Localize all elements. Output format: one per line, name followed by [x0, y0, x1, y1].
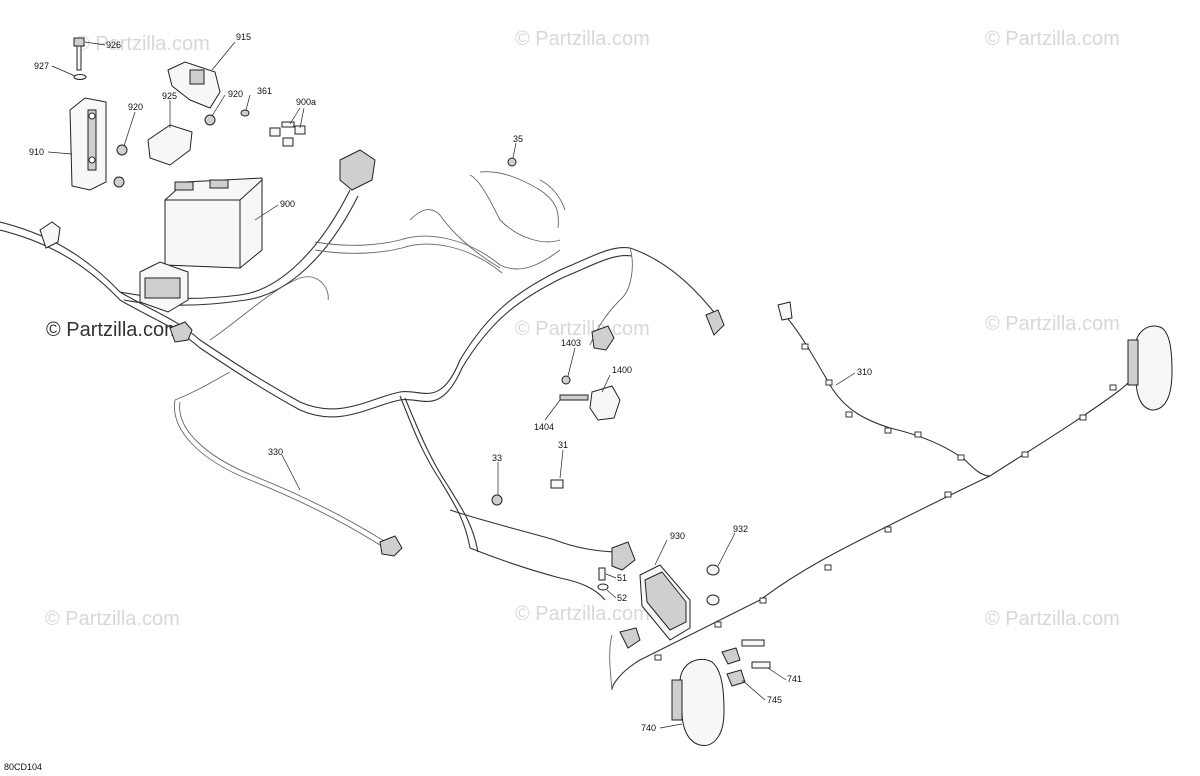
tail-light-310 [1127, 325, 1173, 411]
callout-915: 915 [236, 32, 251, 42]
watermark-top-left: © Partzilla.com [75, 33, 210, 55]
cover-925 [147, 124, 193, 166]
watermark-top-right: © Partzilla.com [985, 28, 1120, 50]
callout-925: 925 [162, 91, 177, 101]
callout-1403: 1403 [561, 338, 581, 348]
callout-35: 35 [513, 134, 523, 144]
watermark-top-center: © Partzilla.com [515, 28, 650, 50]
watermark-bottom-center: © Partzilla.com [515, 603, 650, 625]
callout-330: 330 [268, 447, 283, 457]
callout-1404: 1404 [534, 422, 554, 432]
callout-920-lower: 920 [128, 102, 143, 112]
callout-361: 361 [257, 86, 272, 96]
brand-watermark: © Partzilla.com [46, 319, 181, 341]
callout-745: 745 [767, 695, 782, 705]
hardware-932 [706, 564, 720, 606]
tail-light-740 [671, 658, 725, 746]
rear-harness-310 [609, 309, 1143, 691]
battery [164, 177, 263, 269]
bolt-926 [73, 37, 87, 80]
harness-connectors [39, 149, 793, 649]
callout-932: 932 [733, 524, 748, 534]
watermark-mid-center: © Partzilla.com [515, 318, 650, 340]
sensor-1400 [559, 375, 621, 421]
watermark-mid-right: © Partzilla.com [985, 313, 1120, 335]
watermarks: © Partzilla.com © Partzilla.com © Partzi… [45, 28, 1120, 630]
callout-900: 900 [280, 199, 295, 209]
fuse-box [139, 261, 189, 313]
callout-310: 310 [857, 367, 872, 377]
callout-labels: 926 927 915 920 920 925 361 900a 910 900… [29, 32, 872, 733]
callout-920-upper: 920 [228, 89, 243, 99]
callout-51: 51 [617, 573, 627, 583]
nuts-920 [113, 114, 216, 188]
bracket-910 [69, 97, 107, 191]
rear-harness-clips [654, 343, 1117, 661]
callout-52: 52 [617, 593, 627, 603]
watermark-bottom-left: © Partzilla.com [45, 608, 180, 630]
callout-910: 910 [29, 147, 44, 157]
callout-741: 741 [787, 674, 802, 684]
callout-740: 740 [641, 723, 656, 733]
hardware-361-900a [240, 109, 306, 147]
callout-31: 31 [558, 440, 568, 450]
callout-927: 927 [34, 61, 49, 71]
terminal-cover-915 [167, 61, 221, 109]
diagram-code: 80CD104 [4, 762, 42, 772]
hardware-741-745 [721, 639, 771, 687]
callout-33: 33 [492, 453, 502, 463]
leader-lines [47, 41, 856, 729]
callout-930: 930 [670, 531, 685, 541]
callout-1400: 1400 [612, 365, 632, 375]
bolts-33-31 [491, 157, 564, 506]
module-930 [639, 564, 691, 641]
main-harness [0, 189, 721, 601]
watermark-bottom-right: © Partzilla.com [985, 608, 1120, 630]
callout-900a: 900a [296, 97, 316, 107]
upper-harness [314, 171, 566, 274]
parts-51-52 [597, 567, 609, 591]
callout-926: 926 [106, 40, 121, 50]
